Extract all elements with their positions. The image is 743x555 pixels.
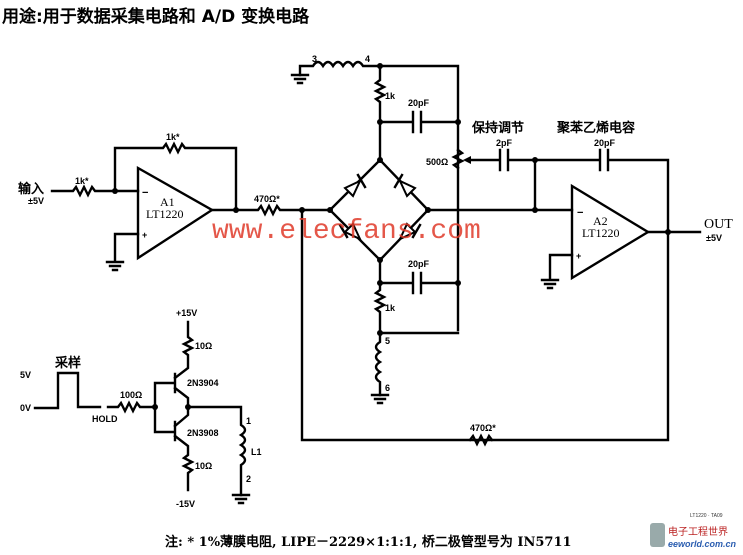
top-capacitor	[378, 110, 460, 134]
svg-text:−: −	[142, 187, 148, 199]
top-inductor	[298, 60, 460, 332]
svg-text:eeworld.com.cn: eeworld.com.cn	[668, 539, 737, 549]
svg-text:3: 3	[312, 54, 317, 64]
out-label: OUT	[704, 217, 733, 232]
svg-text:+15V: +15V	[176, 308, 197, 318]
svg-text:2: 2	[246, 474, 251, 484]
ground-icon	[370, 393, 390, 405]
bottom-resistor-inductor	[373, 258, 387, 397]
sample-pulse	[33, 371, 157, 414]
svg-text:5V: 5V	[20, 370, 31, 380]
output-section: 保持调节 聚苯乙烯电容 2pF 20pF − + A2 LT1220 OUT ±…	[300, 120, 733, 447]
svg-text:采样: 采样	[54, 355, 81, 371]
a1-output-resistor	[210, 203, 332, 217]
ground-icon	[231, 493, 251, 505]
svg-text:5: 5	[385, 336, 390, 346]
svg-text:0V: 0V	[20, 403, 31, 413]
svg-text:10Ω: 10Ω	[195, 461, 212, 471]
svg-text:1k: 1k	[385, 91, 396, 101]
ground-icon	[540, 253, 574, 290]
input-resistor-label: 1k*	[75, 176, 89, 186]
a1-feedback-wire	[113, 141, 238, 212]
out-range: ±5V	[706, 233, 722, 243]
eeworld-logo: LT1220 · TA09 电子工程世界 eeworld.com.cn	[650, 513, 737, 549]
input-label: 输入	[18, 181, 44, 197]
svg-text:LT1220: LT1220	[582, 226, 620, 240]
top-resistor	[373, 64, 387, 162]
diagram-title: 用途:用于数据采集电路和 A/D 变换电路	[2, 6, 310, 27]
svg-text:电子工程世界: 电子工程世界	[668, 525, 728, 538]
svg-text:470Ω*: 470Ω*	[470, 423, 496, 433]
input-range: ±5V	[28, 196, 44, 206]
svg-text:L1: L1	[251, 447, 262, 457]
diode-icon	[397, 222, 422, 242]
svg-text:500Ω: 500Ω	[426, 157, 448, 167]
svg-text:A2: A2	[593, 214, 608, 228]
footnote: 注: * 1%薄膜电阻, LIPE－2229×1:1:1, 桥二极管型号为 IN…	[165, 534, 572, 550]
svg-text:20pF: 20pF	[594, 138, 616, 148]
ground-icon	[290, 73, 310, 85]
svg-text:2N3908: 2N3908	[187, 428, 219, 438]
driver-section: 5V 0V 采样 HOLD 100Ω +15V -15V 10Ω 10Ω 2N3…	[20, 308, 262, 509]
input-section: 输入 ±5V 1k* 1k* − + A1 LT1220 470Ω*	[18, 132, 332, 272]
svg-text:6: 6	[385, 383, 390, 393]
diode-icon	[393, 173, 417, 198]
watermark: www.elecfans.com	[212, 216, 481, 247]
svg-text:4: 4	[365, 54, 370, 64]
a1-opamp	[136, 165, 215, 261]
svg-text:2N3904: 2N3904	[187, 378, 219, 388]
ground-icon	[105, 232, 140, 272]
a1-part: LT1220	[146, 207, 184, 221]
a2-opamp	[570, 183, 651, 281]
svg-text:1k: 1k	[385, 303, 396, 313]
svg-text:10Ω: 10Ω	[195, 341, 212, 351]
bottom-capacitor	[378, 271, 460, 335]
svg-text:LT1220 · TA09: LT1220 · TA09	[690, 513, 723, 519]
a2-feedback-wire	[300, 148, 670, 442]
svg-text:1: 1	[246, 416, 251, 426]
svg-text:−: −	[577, 207, 583, 219]
a1-output-resistor-label: 470Ω*	[254, 194, 280, 204]
svg-text:+: +	[142, 230, 147, 240]
svg-text:-15V: -15V	[176, 499, 195, 509]
svg-text:100Ω: 100Ω	[120, 390, 142, 400]
svg-text:20pF: 20pF	[408, 259, 430, 269]
svg-text:+: +	[576, 251, 581, 261]
a1-feedback-label: 1k*	[166, 132, 180, 142]
svg-text:HOLD: HOLD	[92, 414, 118, 424]
svg-text:保持调节: 保持调节	[471, 120, 524, 136]
a1-name: A1	[160, 195, 175, 209]
diode-icon	[343, 173, 367, 198]
input-resistor	[50, 184, 117, 198]
svg-text:20pF: 20pF	[408, 98, 430, 108]
diode-icon	[338, 222, 363, 242]
feedback-resistor	[468, 433, 494, 447]
svg-text:聚苯乙烯电容: 聚苯乙烯电容	[556, 120, 635, 136]
svg-text:2pF: 2pF	[496, 138, 513, 148]
wiper-arrow-icon	[463, 156, 471, 164]
pot-500[interactable]	[451, 148, 465, 170]
